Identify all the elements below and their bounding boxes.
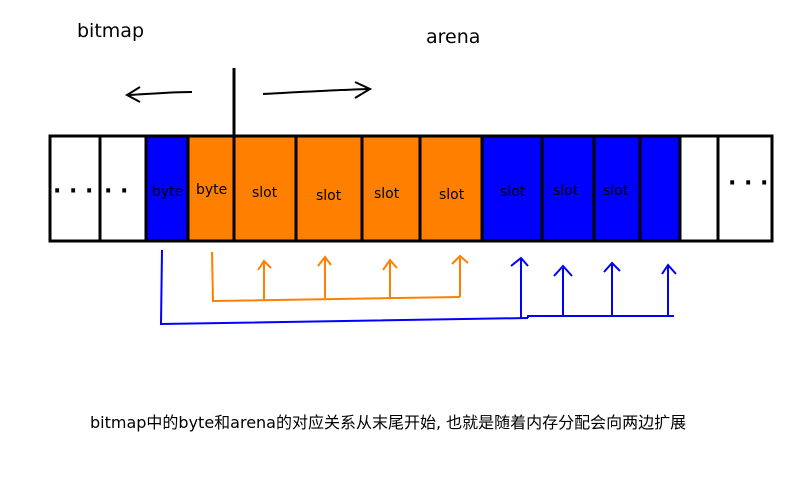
slot-orange-3-label: slot [374,186,400,202]
byte-blue-label: byte [152,184,183,200]
slot-blue-1-label: slot [500,184,526,200]
cell-slot-orange-2 [294,134,364,243]
bitmap-label: bitmap [77,20,145,42]
slot-blue-2-label: slot [553,183,579,199]
caption-text: bitmap中的byte和arena的对应关系从末尾开始, 也就是随着内存分配会… [90,413,687,432]
cell-slot-blue-1 [480,134,544,243]
dots-right: · · · [728,171,768,196]
memory-row [48,134,774,243]
orange-mapping-connector [211,251,469,303]
dots-left-2: · · [104,179,128,204]
cell-white-4 [716,134,774,243]
slot-orange-2-label: slot [316,188,342,204]
slot-blue-3-label: slot [603,183,629,199]
left-arrow [124,86,193,103]
slot-orange-1-label: slot [252,185,278,201]
cell-slot-orange-3 [360,134,422,243]
byte-orange-label: byte [196,182,227,198]
arena-label: arena [426,26,481,48]
cell-white-1 [48,134,102,243]
dots-left: · · · [53,179,93,204]
right-arrow [262,81,373,99]
cell-blue-4 [638,134,682,243]
cell-white-2 [98,134,148,243]
slot-orange-4-label: slot [439,187,465,203]
cell-white-3 [678,134,720,243]
blue-mapping-connector [159,249,677,326]
cell-byte-orange [186,134,236,243]
cell-slot-blue-3 [592,134,642,243]
cell-slot-orange-4 [418,134,484,243]
cell-slot-orange-1 [232,134,298,243]
